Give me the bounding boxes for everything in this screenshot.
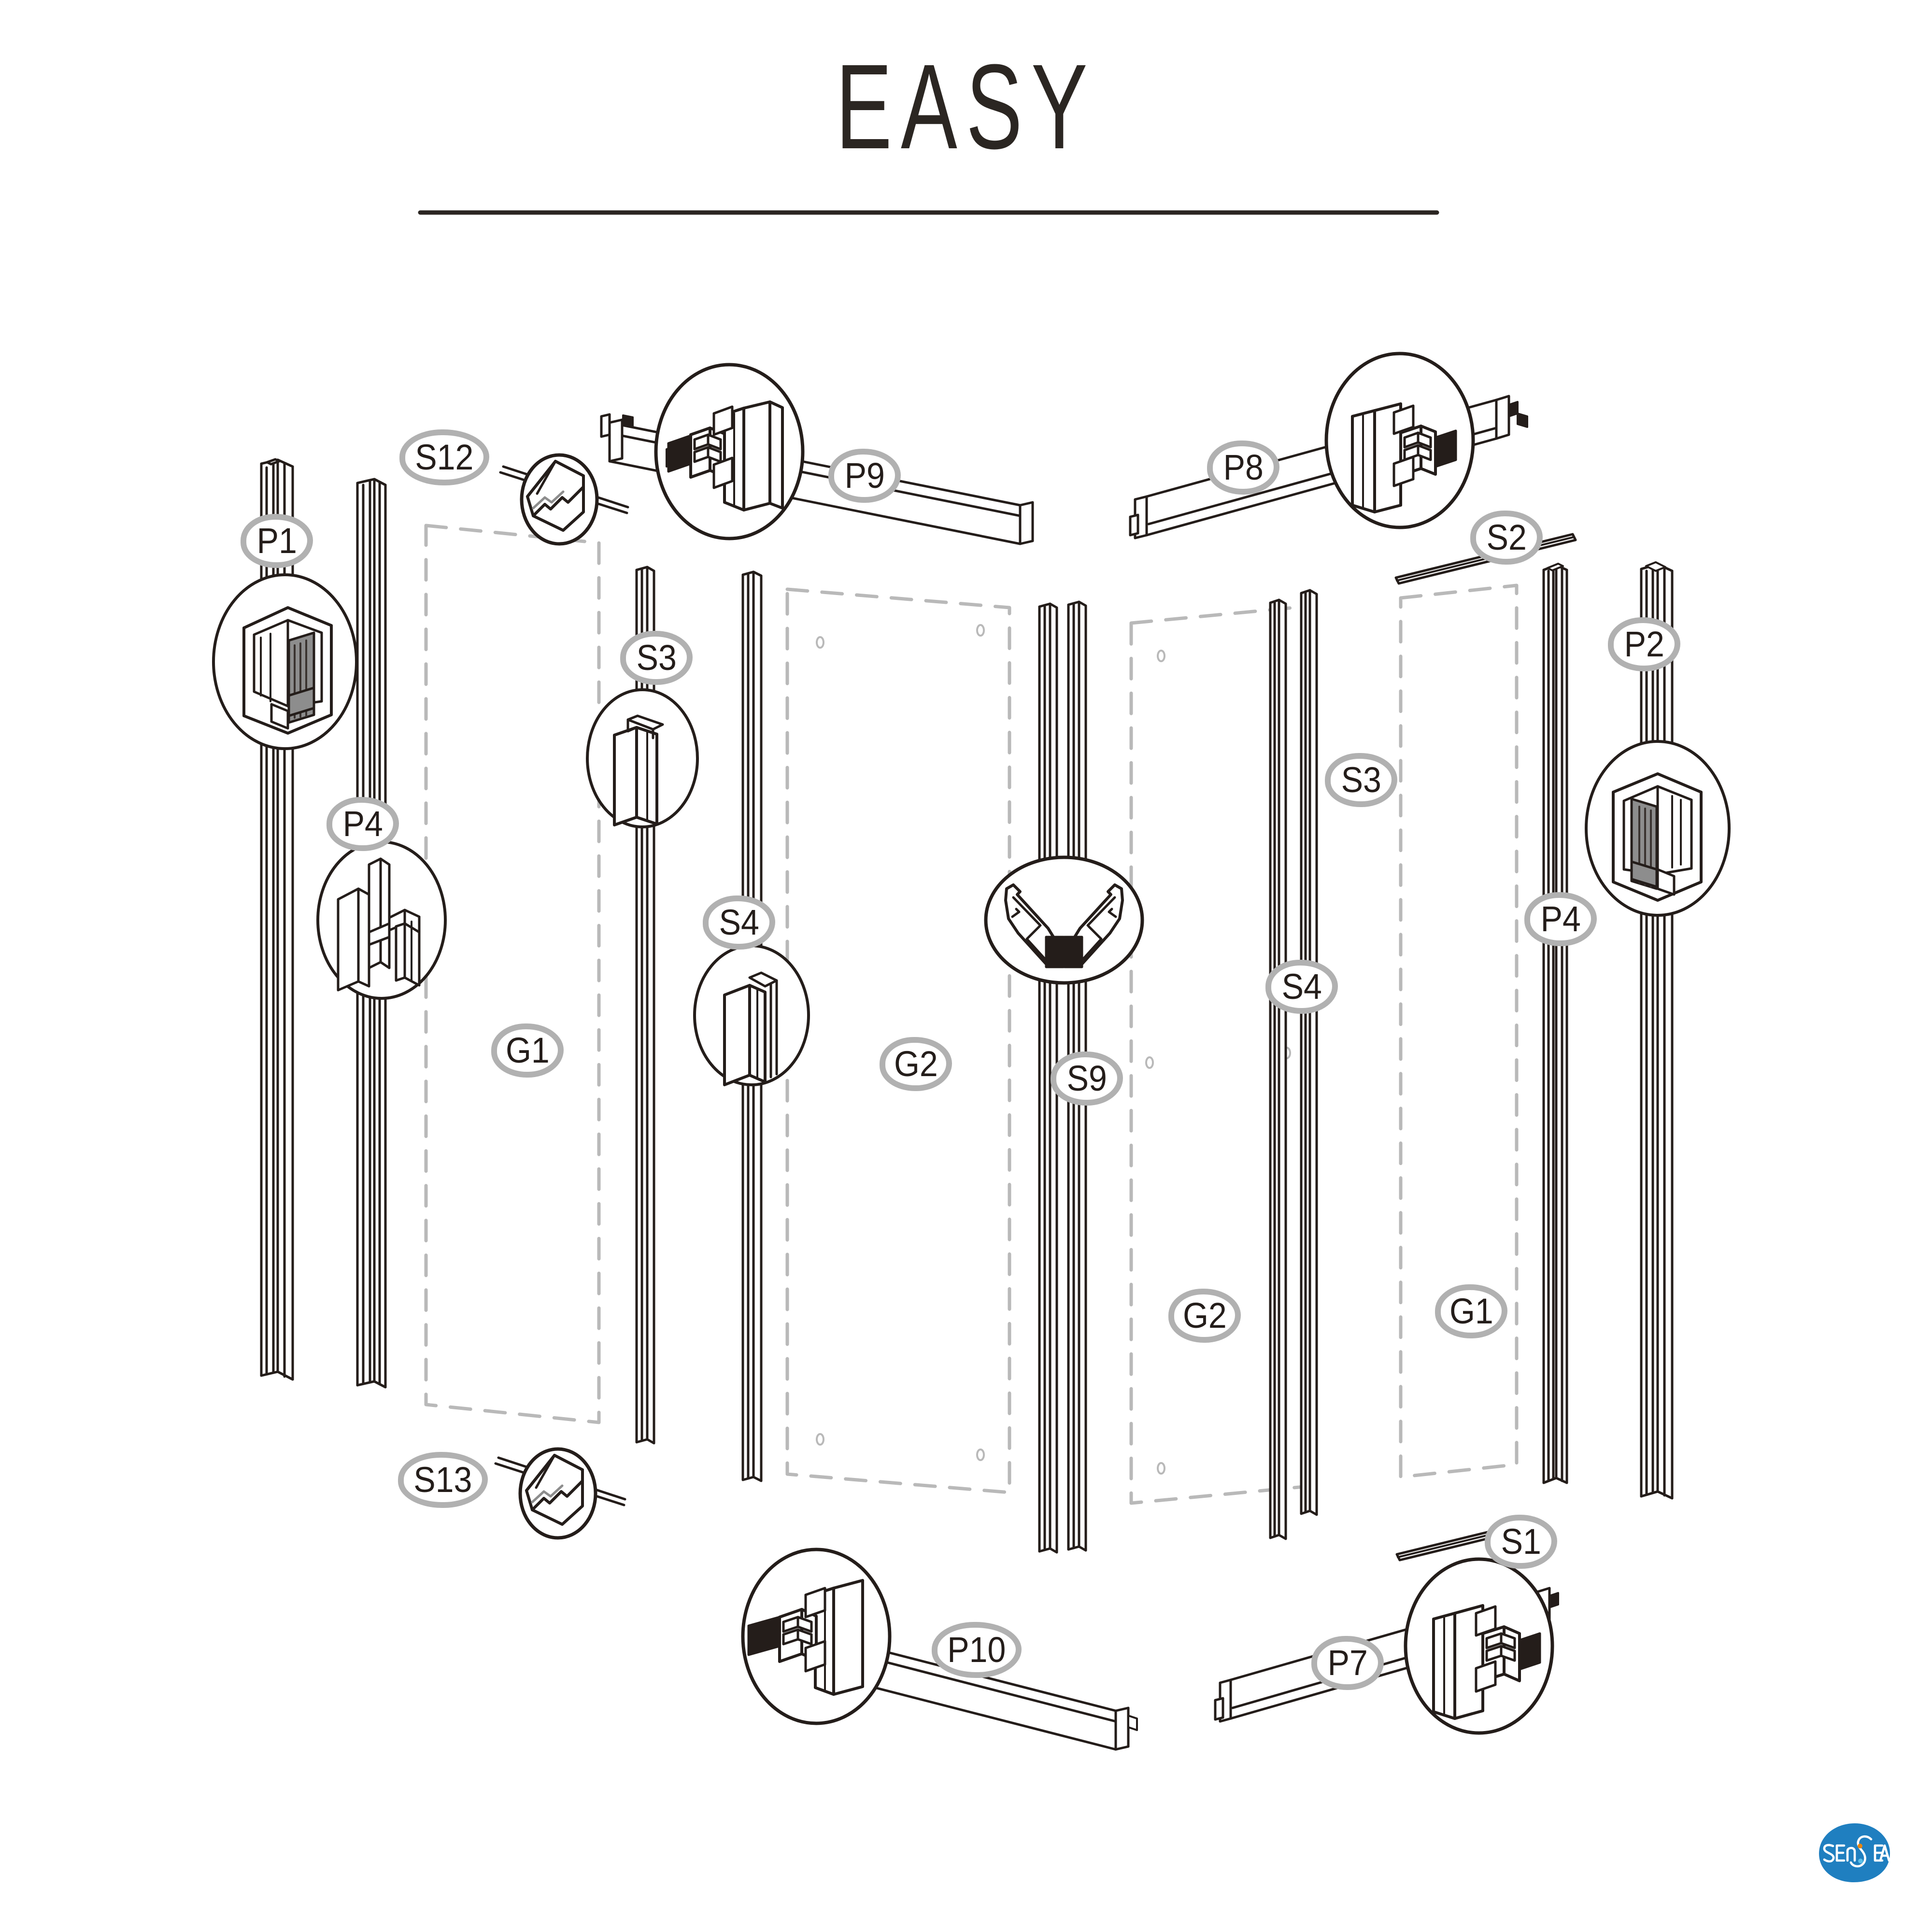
label-bubble-vertical-seal-s4-right: S4 [1265,960,1338,1014]
label-bubble-bottom-corner-seal-left: S13 [398,1452,488,1508]
label-text: G2 [1182,1295,1227,1335]
label-bubble-glass-profile-right: P4 [1524,892,1597,946]
label-text: S9 [1066,1058,1107,1098]
label-bubble-bottom-rail-left: P10 [932,1622,1022,1678]
logo-dot-orange [1858,1844,1862,1848]
detail-circle-p1 [212,573,358,750]
label-bubble-top-rail-right: P8 [1207,440,1279,495]
label-text: S4 [719,902,759,942]
label-bubble-magnetic-center-seal: S9 [1051,1051,1123,1106]
part-p10-bottom-rail [741,1548,1138,1751]
label-text: P9 [844,455,885,496]
part-s4-seal-right [1269,598,1287,1540]
label-text: S12 [415,437,474,477]
glass-panel-g2-left-outline [785,587,1011,1494]
part-p8-top-rail [1129,352,1528,540]
glass-panels-group [424,524,1519,1505]
glass-panel-g1-right-outline [1399,583,1519,1479]
label-bubble-thin-seal-strip-upper: S2 [1470,511,1543,565]
part-s13-corner-seal [494,1447,626,1540]
label-text: P2 [1624,624,1664,664]
detail-circle-p4-left [316,840,447,1000]
logo-dot-lightblue [1858,1859,1863,1863]
label-bubble-glass-panel-g2-right: G2 [1168,1289,1241,1343]
label-text: G1 [1449,1291,1493,1331]
sensea-logo [1817,1822,1891,1884]
label-text: S2 [1486,517,1527,557]
label-text: G2 [894,1044,938,1084]
label-text: S3 [1341,760,1381,800]
label-text: S13 [413,1460,472,1500]
label-text: P7 [1327,1643,1368,1683]
part-s12-corner-seal [499,453,629,546]
label-text: P4 [342,804,383,844]
part-p2-wall-profile [1640,561,1674,1500]
page-title: EASY [836,39,1096,174]
glass-panel-g1-left-outline [424,524,601,1424]
label-text: S1 [1501,1521,1541,1562]
label-bubble-vertical-seal-s4-left: S4 [703,895,775,950]
label-text: P4 [1540,899,1581,939]
label-bubble-glass-panel-g1-right: G1 [1435,1284,1507,1338]
part-s3-seal-left [586,566,699,1445]
part-s1-thin-strip [1395,1531,1492,1562]
label-bubble-bottom-rail-right: P7 [1311,1636,1384,1690]
label-bubble-wall-profile-left: P1 [241,514,313,568]
label-bubble-glass-panel-g2-left: G2 [880,1037,952,1091]
label-text: S3 [636,638,677,678]
label-bubble-thin-seal-strip-lower: S1 [1485,1515,1557,1569]
part-p4-profile-right [1542,563,1568,1484]
detail-circle-p2 [1585,740,1731,917]
part-s3-seal-right [1300,589,1318,1516]
label-bubble-glass-panel-g1-left: G1 [491,1023,564,1078]
label-bubble-wall-profile-right: P2 [1608,617,1680,671]
label-text: S4 [1281,966,1322,1007]
label-text: P8 [1223,447,1264,487]
label-bubble-vertical-seal-s3-right: S3 [1325,753,1397,807]
part-p7-bottom-rail [1214,1557,1559,1735]
label-bubble-vertical-seal-s3-left: S3 [620,631,693,685]
label-text: P10 [947,1630,1006,1670]
label-bubble-top-rail-left: P9 [828,449,901,503]
label-bubble-top-corner-seal-left: S12 [399,429,489,485]
label-bubble-glass-profile-left: P4 [327,797,399,851]
label-text: G1 [505,1030,550,1070]
part-s4-seal-left [693,570,810,1482]
part-p9-top-rail [600,363,1034,545]
label-text: P1 [256,521,297,561]
